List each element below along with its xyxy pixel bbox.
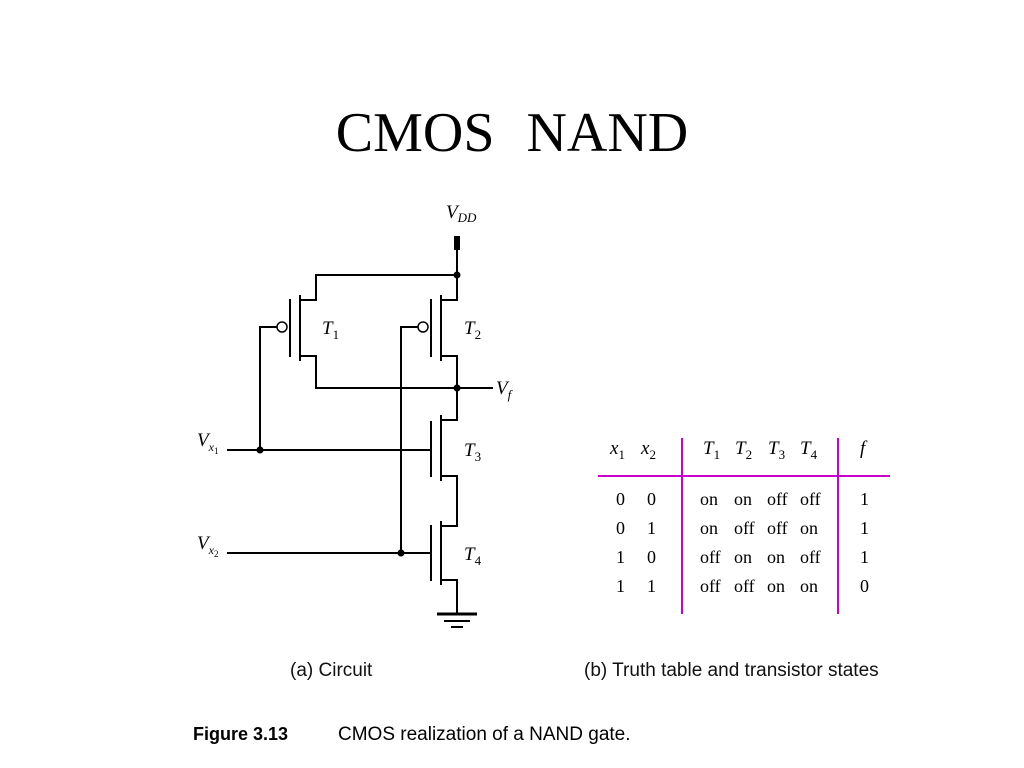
tt-cell-x2: 1 — [647, 576, 656, 596]
vx1-label: Vx1 — [197, 430, 218, 456]
tt-head-t2: T2 — [735, 438, 753, 462]
tt-head-t1: T1 — [703, 438, 721, 462]
tt-head-t3: T3 — [768, 438, 786, 462]
tt-cell-t3: off — [767, 518, 788, 538]
tt-cell-t3: off — [767, 489, 788, 509]
vf-label: Vf — [496, 378, 514, 402]
tt-cell-t3: on — [767, 576, 785, 596]
tt-cell-f: 0 — [860, 576, 869, 596]
caption-a: (a) Circuit — [290, 660, 373, 681]
tt-cell-t1: on — [700, 518, 718, 538]
tt-cell-x1: 1 — [616, 547, 625, 567]
junction-x1 — [256, 446, 264, 454]
slide-title: CMOS NAND — [335, 102, 689, 164]
vdd-label: VDD — [446, 202, 477, 225]
tt-cell-t2: on — [734, 547, 752, 567]
tt-cell-t4: off — [800, 489, 821, 509]
tt-head-x2: x2 — [641, 438, 656, 462]
t3-label: T3 — [464, 440, 481, 464]
junction-out — [453, 384, 461, 392]
tt-cell-t4: on — [800, 576, 818, 596]
tt-head-x1: x1 — [610, 438, 625, 462]
figure-label: Figure 3.13 — [193, 724, 289, 744]
tt-cell-t3: on — [767, 547, 785, 567]
tt-head-f: f — [860, 438, 866, 459]
junction-top — [453, 271, 461, 279]
tt-cell-x1: 1 — [616, 576, 625, 596]
tt-cell-t1: on — [700, 489, 718, 509]
tt-cell-x2: 1 — [647, 518, 656, 538]
tt-cell-f: 1 — [860, 489, 869, 509]
tt-cell-x2: 0 — [647, 489, 656, 509]
truth-table-rules — [598, 438, 890, 614]
tt-cell-t2: off — [734, 576, 755, 596]
figure-caption: CMOS realization of a NAND gate. — [338, 724, 631, 745]
vx2-label: Vx2 — [197, 533, 218, 559]
t2-label: T2 — [464, 318, 481, 342]
t1-label: T1 — [322, 318, 339, 342]
tt-cell-f: 1 — [860, 547, 869, 567]
tt-cell-x1: 0 — [616, 489, 625, 509]
junction-x2 — [397, 549, 405, 557]
vdd-arrow — [454, 236, 460, 250]
tt-cell-f: 1 — [860, 518, 869, 538]
tt-cell-t2: off — [734, 518, 755, 538]
t4-label: T4 — [464, 544, 482, 568]
tt-head-t4: T4 — [800, 438, 818, 462]
t2-gate-bubble — [417, 321, 429, 333]
tt-cell-t4: on — [800, 518, 818, 538]
tt-cell-t2: on — [734, 489, 752, 509]
tt-cell-x1: 0 — [616, 518, 625, 538]
caption-b: (b) Truth table and transistor states — [584, 660, 879, 681]
ground-icon — [437, 612, 477, 628]
tt-cell-t1: off — [700, 576, 721, 596]
tt-cell-x2: 0 — [647, 547, 656, 567]
t1-gate-bubble — [276, 321, 288, 333]
tt-cell-t4: off — [800, 547, 821, 567]
tt-cell-t1: off — [700, 547, 721, 567]
